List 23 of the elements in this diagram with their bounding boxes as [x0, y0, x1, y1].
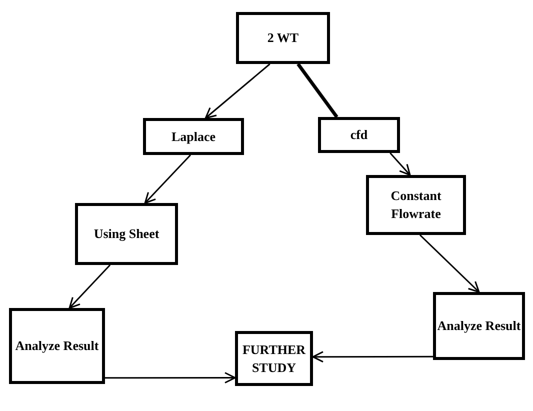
- process-box: [235, 331, 313, 386]
- box-label: Using Sheet: [94, 225, 160, 243]
- arrow: [312, 351, 433, 363]
- process-box: [236, 12, 330, 64]
- process-box: [433, 292, 525, 360]
- box-label: FURTHER STUDY: [241, 340, 307, 376]
- process-box: [75, 203, 178, 265]
- box-label: cfd: [350, 126, 368, 144]
- box-label: Constant Flowrate: [390, 187, 442, 223]
- arrow: [419, 234, 480, 293]
- arrow: [204, 63, 270, 119]
- process-box: [366, 175, 466, 235]
- arrow: [144, 154, 192, 204]
- box-label: Laplace: [171, 128, 216, 146]
- process-box: [318, 117, 400, 153]
- arrow: [105, 372, 236, 384]
- box-label: Analyze Result: [15, 337, 99, 355]
- box-label: Analyze Result: [437, 317, 521, 335]
- arrow: [390, 152, 411, 176]
- box-label: 2 WT: [267, 29, 299, 47]
- process-box: [9, 308, 105, 384]
- arrow: [68, 264, 111, 309]
- process-box: [143, 118, 244, 155]
